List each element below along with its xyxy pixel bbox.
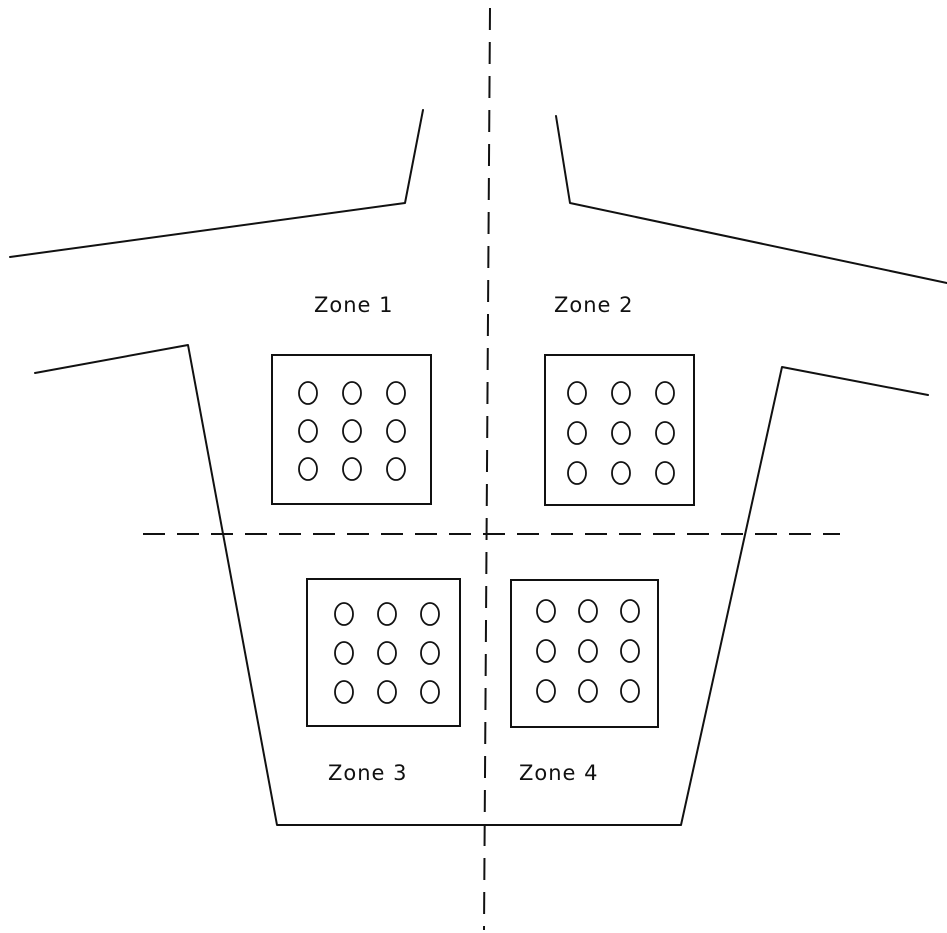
zone-labels: Zone 1 Zone 2 Zone 3 Zone 4: [314, 293, 634, 785]
zone-3-box: [306, 578, 461, 727]
zone-4-sensor-3: [620, 599, 640, 623]
zone-2-sensor-9: [655, 461, 675, 485]
zone-4-sensor-1: [536, 599, 556, 623]
zone-3-sensor-8: [377, 680, 397, 704]
zone-1-sensor-3: [386, 381, 406, 405]
zone-2-sensor-2: [611, 381, 631, 405]
zone-1-sensor-8: [342, 457, 362, 481]
zone-1-sensor-6: [386, 419, 406, 443]
zone-2-sensor-7: [567, 461, 587, 485]
zone-4-box: [510, 579, 659, 728]
zone-1-sensor-5: [342, 419, 362, 443]
zone-4-sensor-4: [536, 639, 556, 663]
zone-dividers: [143, 7, 840, 931]
zone-1-sensor-4: [298, 419, 318, 443]
zone-1-sensor-9: [386, 457, 406, 481]
zone-4-sensor-5: [578, 639, 598, 663]
vertical-divider: [483, 7, 491, 931]
zone-2-sensor-6: [655, 421, 675, 445]
body-outline: [9, 109, 947, 826]
zone-4-sensor-2: [578, 599, 598, 623]
zone-4-label: Zone 4: [519, 761, 599, 785]
zone-1-sensor-2: [342, 381, 362, 405]
zone-4-sensor-9: [620, 679, 640, 703]
zone-3-sensor-6: [420, 641, 440, 665]
zone-1-sensor-1: [298, 381, 318, 405]
zone-1-sensor-7: [298, 457, 318, 481]
outline-upper-right: [555, 115, 947, 284]
sensor-grids: [298, 381, 675, 704]
outline-lower-left: [34, 344, 929, 826]
zone-2-sensor-1: [567, 381, 587, 405]
zone-3-sensor-5: [377, 641, 397, 665]
zone-4-sensor-7: [536, 679, 556, 703]
zone-3-sensor-1: [334, 602, 354, 626]
zone-2-sensor-3: [655, 381, 675, 405]
zone-2-box: [544, 354, 695, 506]
zone-3-sensor-4: [334, 641, 354, 665]
zone-3-sensor-2: [377, 602, 397, 626]
zone-3-label: Zone 3: [328, 761, 408, 785]
zone-1-label: Zone 1: [314, 293, 394, 317]
zone-3-sensor-3: [420, 602, 440, 626]
zone-2-label: Zone 2: [554, 293, 634, 317]
zone-boxes: [271, 354, 695, 728]
zone-2-sensor-5: [611, 421, 631, 445]
zone-2-sensor-8: [611, 461, 631, 485]
outline-upper-left: [9, 109, 424, 258]
zone-4-sensor-8: [578, 679, 598, 703]
zone-3-sensor-7: [334, 680, 354, 704]
zone-3-sensor-9: [420, 680, 440, 704]
zone-4-sensor-6: [620, 639, 640, 663]
zone-2-sensor-4: [567, 421, 587, 445]
zone-1-box: [271, 354, 432, 505]
